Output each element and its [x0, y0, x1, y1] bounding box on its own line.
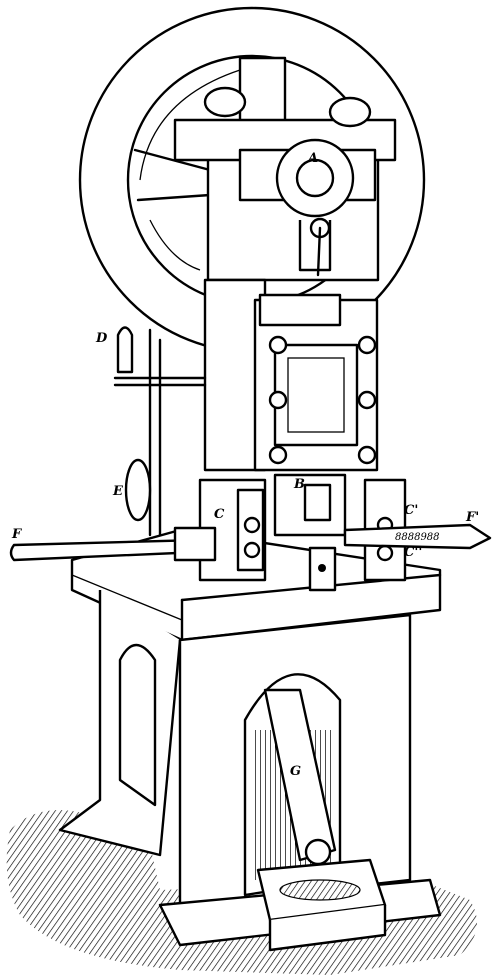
label-B: B [293, 477, 305, 492]
cam-wheel [124, 458, 152, 522]
label-G: G [290, 764, 301, 779]
output-tray [256, 858, 387, 952]
label-C-double-prime: C'' [404, 545, 422, 560]
strip-markings: 8888988 [395, 532, 440, 543]
label-F: F [11, 527, 22, 542]
label-D: D [95, 331, 108, 346]
feed-bar [9, 526, 217, 562]
connecting-rod [263, 688, 337, 866]
crank-bearing [238, 138, 377, 277]
metal-strip [343, 523, 492, 550]
label-A: A [306, 151, 318, 166]
label-C-prime: C' [404, 503, 418, 518]
press-column [173, 86, 397, 472]
label-C: C [214, 507, 225, 522]
label-F-prime: F' [465, 510, 479, 525]
label-E: E [112, 484, 124, 499]
